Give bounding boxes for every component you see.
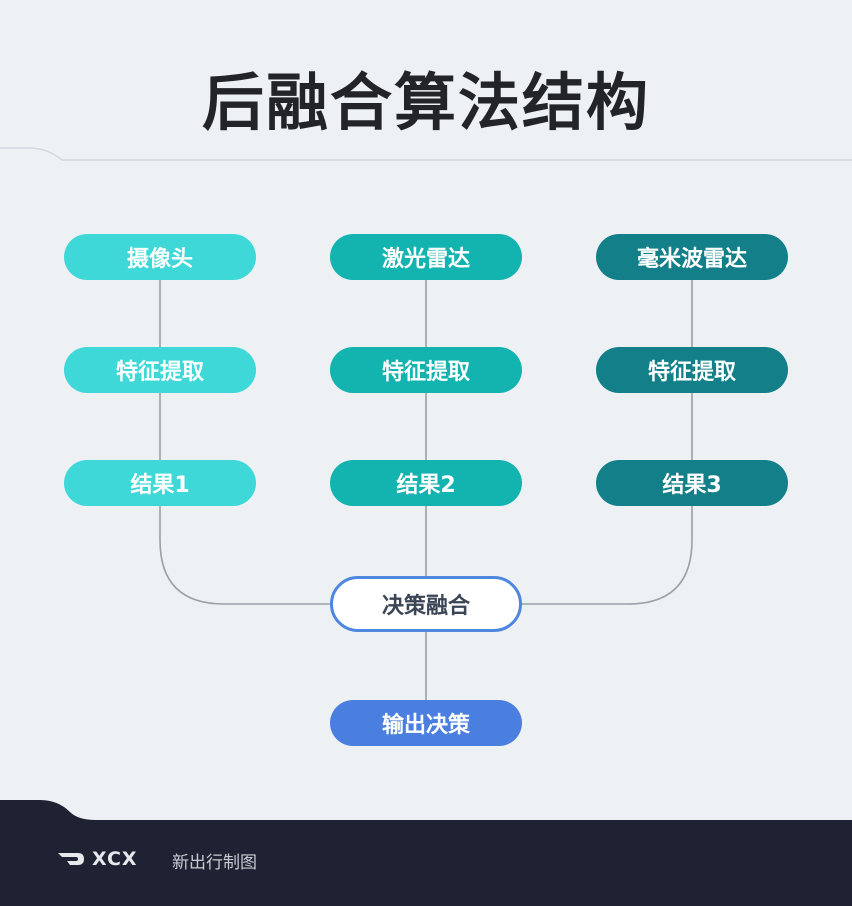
node-lidar: 激光雷达 — [330, 234, 522, 280]
node-mmwave-radar: 毫米波雷达 — [596, 234, 788, 280]
node-output-decision: 输出决策 — [330, 700, 522, 746]
node-feature-extraction-3: 特征提取 — [596, 347, 788, 393]
xcx-logo-icon — [58, 853, 84, 865]
node-result-3: 结果3 — [596, 460, 788, 506]
connector-line — [522, 506, 693, 605]
header: 后融合算法结构 — [0, 0, 852, 161]
footer-caption: 新出行制图 — [172, 853, 257, 873]
brand-logo: XCX — [58, 848, 138, 870]
header-divider — [0, 147, 852, 161]
node-decision-fusion: 决策融合 — [330, 576, 522, 632]
node-result-1: 结果1 — [64, 460, 256, 506]
node-feature-extraction-2: 特征提取 — [330, 347, 522, 393]
node-feature-extraction-1: 特征提取 — [64, 347, 256, 393]
diagram-title: 后融合算法结构 — [201, 66, 650, 139]
node-result-2: 结果2 — [330, 460, 522, 506]
logo-text: XCX — [92, 848, 138, 870]
footer-background — [0, 800, 852, 906]
connector-line — [159, 506, 330, 605]
footer — [0, 800, 852, 906]
node-camera: 摄像头 — [64, 234, 256, 280]
